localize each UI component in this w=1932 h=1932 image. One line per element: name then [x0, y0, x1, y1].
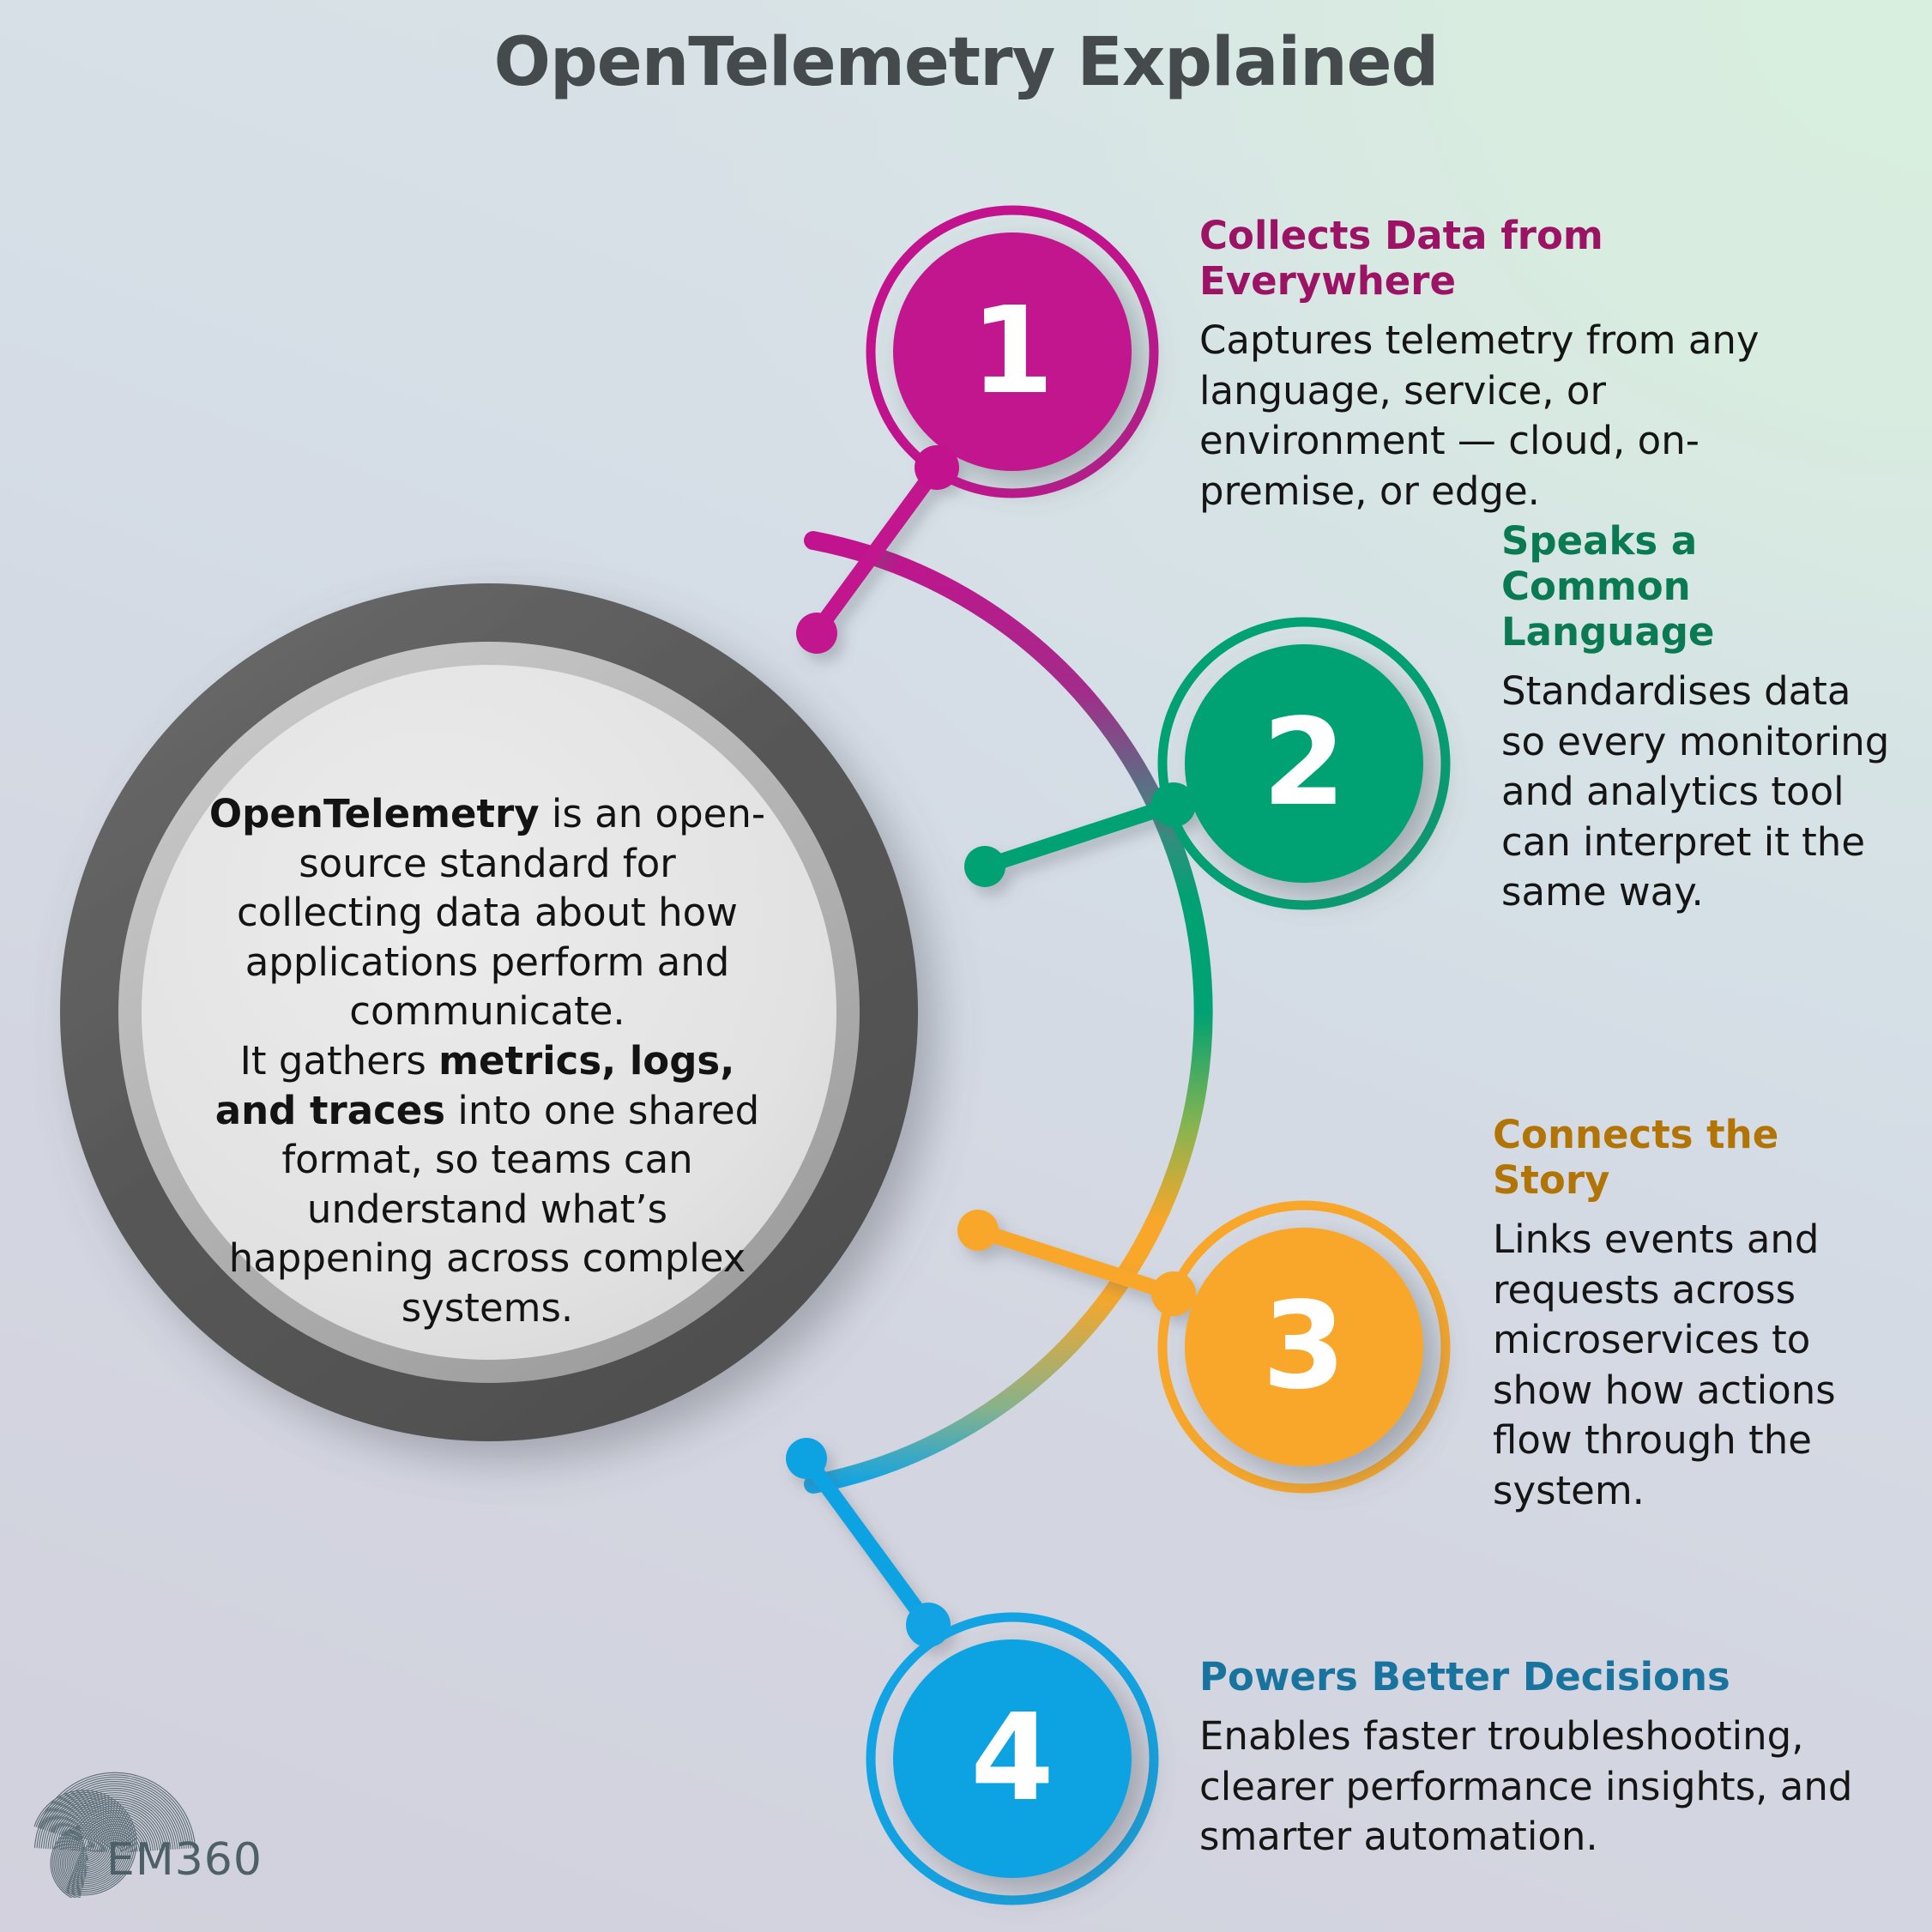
center-paragraph-2: It gathers metrics, logs, and traces int… — [215, 1038, 760, 1331]
center-term-opentelemetry: OpenTelemetry — [208, 791, 540, 836]
step-body-1: Captures telemetry from any language, se… — [1199, 317, 1760, 514]
step-heading-4: Powers Better Decisions — [1199, 1654, 1730, 1700]
step-body-4: Enables faster troubleshooting, clearer … — [1199, 1713, 1853, 1860]
step-text-3: Connects the Story Links events and requ… — [1493, 1112, 1853, 1516]
step-text-4: Powers Better Decisions Enables faster t… — [1199, 1654, 1886, 1863]
em360-logo-text: EM360 — [106, 1834, 263, 1886]
gradient-spine-arc — [804, 531, 1213, 1494]
step-text-1: Collects Data from Everywhere Captures t… — [1199, 213, 1851, 516]
central-circle — [60, 583, 918, 1441]
center-paragraph-2-pre: It gathers — [239, 1037, 439, 1084]
center-term-signals: metrics, logs, and traces — [214, 1037, 735, 1133]
center-paragraph-1-rest: is an open-source standard for collectin… — [237, 791, 766, 1035]
step-node-4[interactable] — [866, 1603, 1159, 1905]
center-paragraph-1: OpenTelemetry is an open-source standard… — [209, 791, 765, 1034]
step-body-2: Standardises data so every monitoring an… — [1501, 668, 1890, 915]
step-node-3[interactable] — [1151, 1200, 1451, 1494]
page-title: OpenTelemetry Explained — [493, 24, 1440, 101]
em360-logo-icon — [33, 1772, 196, 1898]
center-paragraph-2-rest: into one shared format, so teams can und… — [228, 1087, 760, 1331]
step-heading-2: Speaks a Common Language — [1501, 518, 1715, 655]
step-node-2[interactable] — [1151, 617, 1451, 910]
step-heading-3: Connects the Story — [1493, 1112, 1779, 1204]
step-text-2: Speaks a Common Language Standardises da… — [1501, 518, 1892, 918]
center-definition-text: OpenTelemetry is an open-source standard… — [204, 789, 770, 1333]
step-node-1[interactable] — [866, 205, 1159, 498]
step-body-3: Links events and requests across microse… — [1493, 1217, 1836, 1513]
step-heading-1: Collects Data from Everywhere — [1199, 213, 1603, 305]
